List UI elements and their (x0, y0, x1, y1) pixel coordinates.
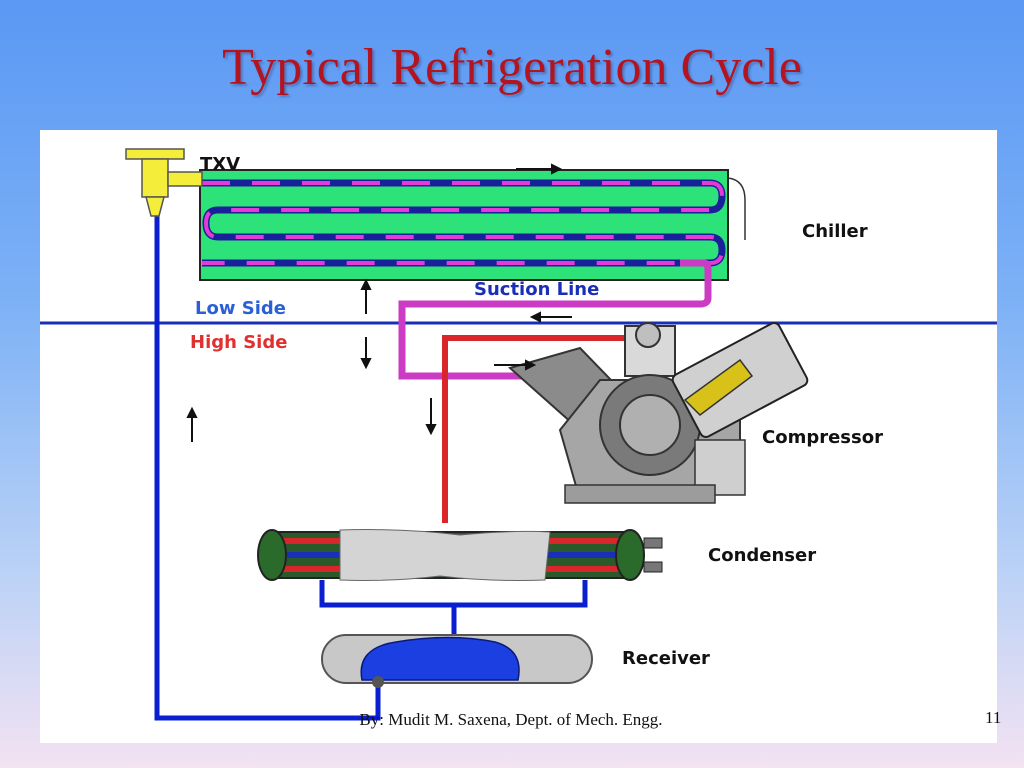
txv-valve (125, 148, 203, 217)
receiver-tank (321, 634, 593, 688)
slide-footer: By: Mudit M. Saxena, Dept. of Mech. Engg… (359, 710, 663, 729)
suction-line-pipe (398, 259, 712, 380)
high-side-label: High Side (190, 332, 287, 353)
receiver-label: Receiver (622, 648, 710, 669)
low-side-label: Low Side (195, 298, 286, 319)
txv-label: TXV (200, 154, 240, 175)
chiller-label: Chiller (802, 221, 868, 242)
compressor-body (507, 322, 809, 504)
refrigeration-diagram: TXV Chiller Suction Line Low Side High S… (40, 130, 997, 743)
receiver-feed-pipe (319, 580, 588, 635)
flow-arrows (186, 163, 572, 442)
compressor-label: Compressor (762, 427, 883, 448)
page-number: 11 (985, 708, 1002, 727)
discharge-line-pipe (442, 335, 638, 523)
condenser-body (257, 529, 663, 581)
diagram-canvas: TXV Chiller Suction Line Low Side High S… (40, 148, 997, 721)
suction-line-label: Suction Line (474, 279, 599, 300)
condenser-label: Condenser (708, 545, 816, 566)
chiller-body (199, 169, 746, 281)
liquid-line (154, 200, 381, 721)
slide-title: Typical Refrigeration Cycle (222, 39, 802, 96)
